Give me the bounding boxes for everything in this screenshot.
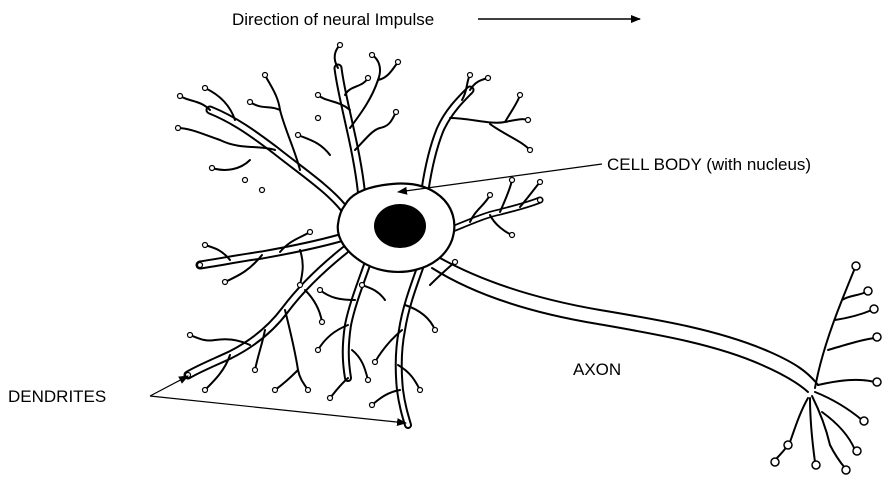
nucleus: [374, 204, 426, 248]
dendrites-pointer-lower: [150, 396, 406, 423]
axon-label: AXON: [573, 360, 621, 380]
dendrites-label: DENDRITES: [8, 387, 106, 407]
dendrites-pointer-upper: [150, 376, 188, 396]
axon: [432, 258, 818, 392]
cell-body-label: CELL BODY (with nucleus): [607, 155, 811, 175]
axon-terminals: [775, 268, 875, 468]
direction-label: Direction of neural Impulse: [232, 10, 434, 30]
axon-terminal-bulbs: [771, 262, 881, 474]
